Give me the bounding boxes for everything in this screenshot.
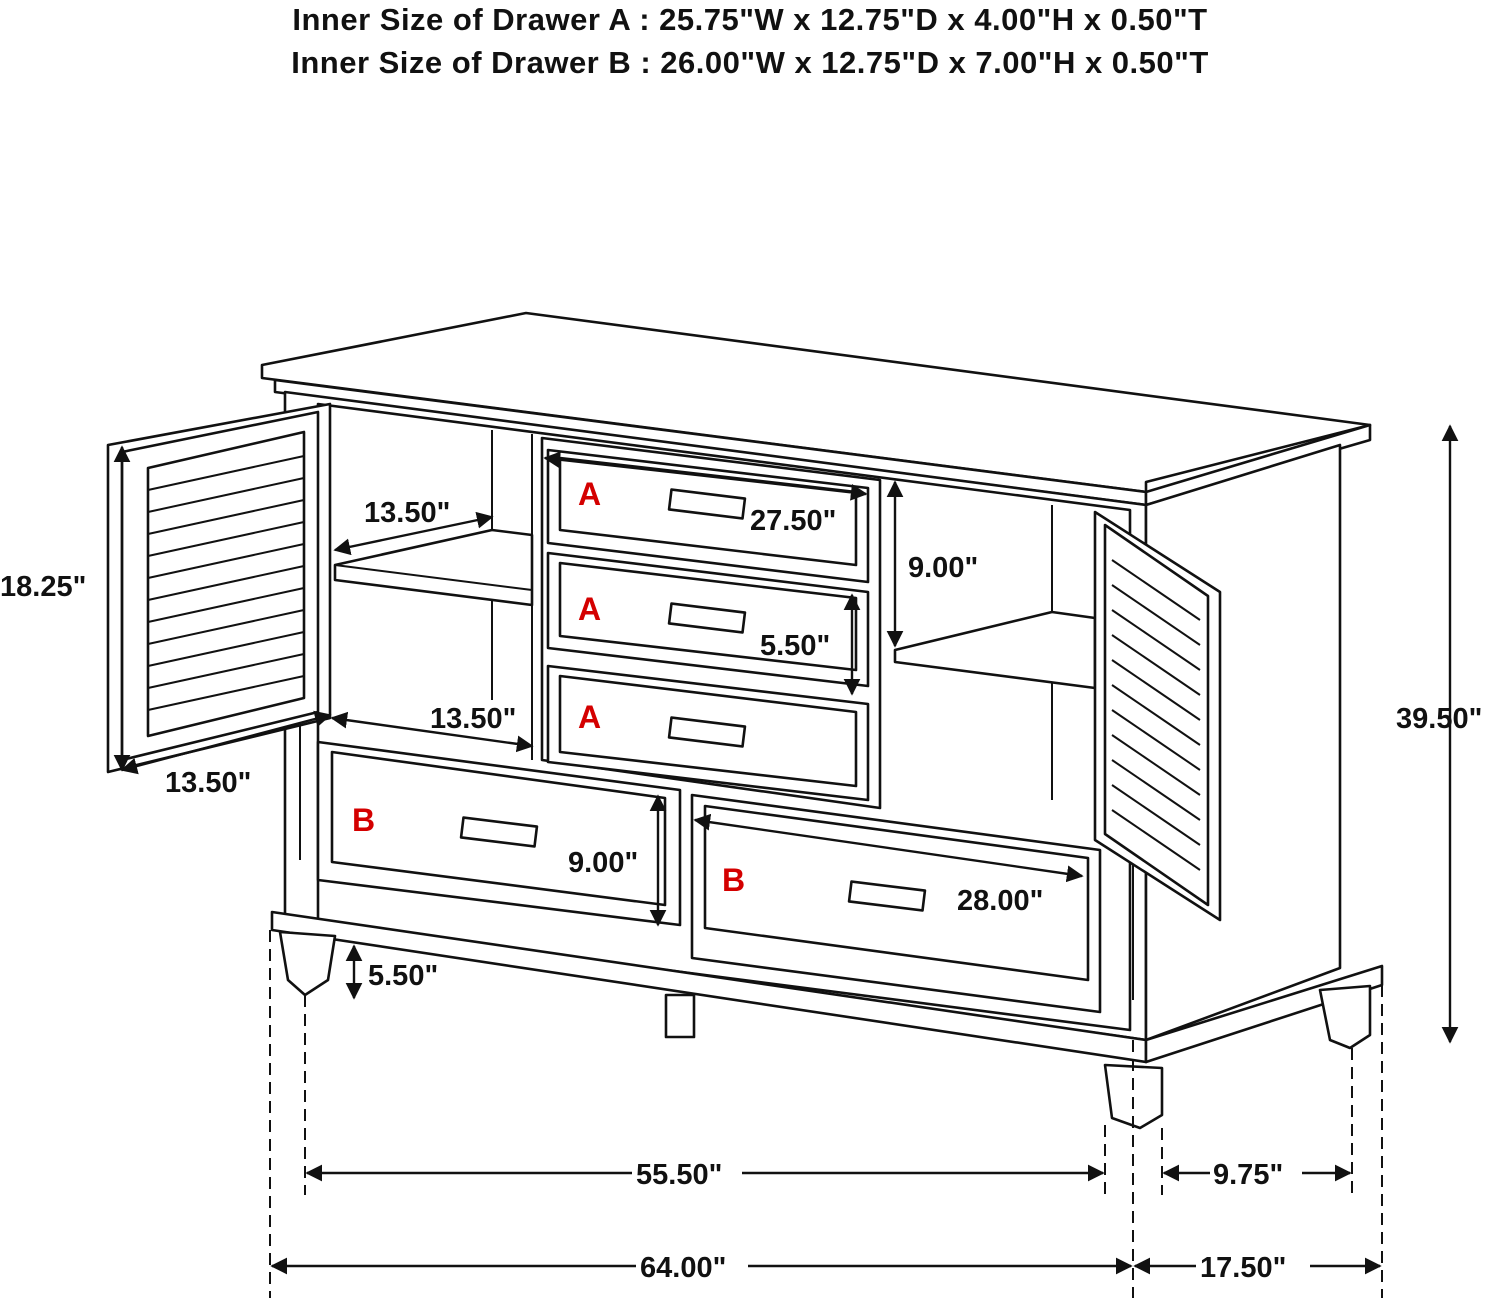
drawer-b-spec: Inner Size of Drawer B : 26.00"W x 12.75…: [291, 45, 1209, 80]
left-door: [106, 402, 332, 774]
right-door: [1093, 510, 1222, 922]
drawer-b-label-2: B: [722, 862, 745, 898]
leg-height-text: 5.50": [368, 960, 438, 992]
drawer-a-width-text: 27.50": [750, 505, 836, 537]
drawer-b-width-text: 28.00": [957, 885, 1043, 917]
drawer-b-label-1: B: [352, 802, 375, 838]
total-depth-text: 17.50": [1200, 1252, 1286, 1284]
drawer-b-height-text: 9.00": [568, 847, 638, 879]
door-height-text: 18.25": [0, 571, 86, 603]
total-width-text: 64.00": [640, 1252, 726, 1284]
door-width-line: [120, 710, 332, 775]
drawer-a-label-1: A: [578, 476, 601, 512]
base-and-legs: [270, 910, 1384, 1130]
inner-width-text: 55.50": [636, 1159, 722, 1191]
dresser-top: [260, 311, 1372, 507]
lower-shelf-depth-text: 13.50": [430, 703, 516, 735]
drawer-a-spec: Inner Size of Drawer A : 25.75"W x 12.75…: [292, 2, 1208, 37]
upper-shelf-depth-line: [333, 511, 494, 556]
drawer-a-label-3: A: [578, 699, 601, 735]
drawer-a-label-2: A: [578, 591, 601, 627]
drawer-a-height-text: 5.50": [760, 630, 830, 662]
side-opening-text: 9.00": [908, 552, 978, 584]
total-height-text: 39.50": [1396, 703, 1482, 735]
inner-depth-text: 9.75": [1213, 1159, 1283, 1191]
lower-shelf-depth-line: [330, 711, 534, 753]
upper-shelf-depth-text: 13.50": [364, 497, 450, 529]
door-width-text: 13.50": [165, 767, 251, 799]
drawer-a-width-line: [543, 451, 868, 501]
drawer-b-width-line: [693, 813, 1084, 883]
